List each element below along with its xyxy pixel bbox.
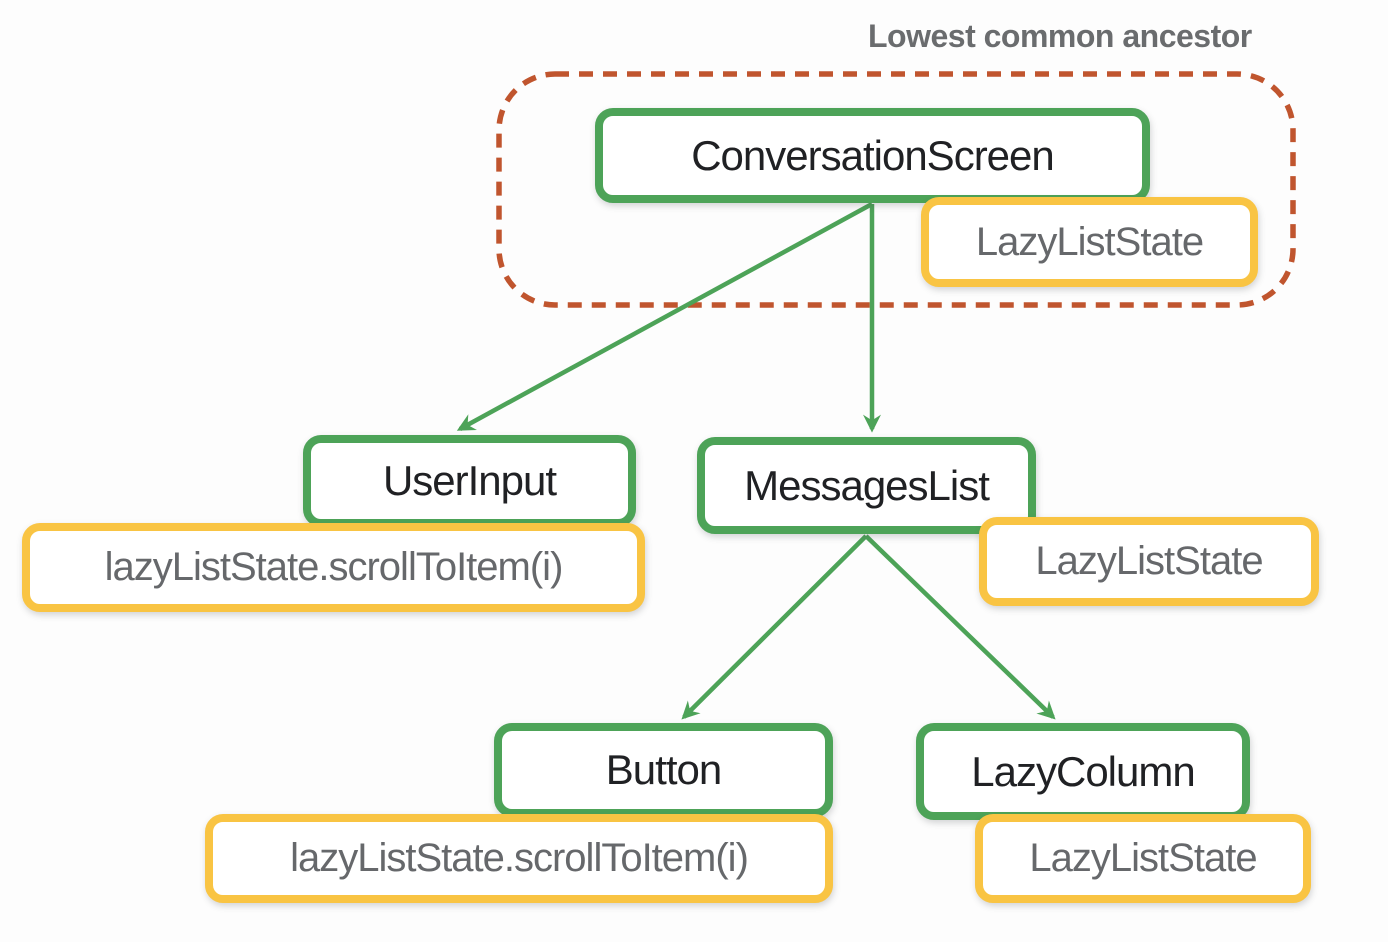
edge-conversationscreen-to-userinput	[456, 202, 874, 431]
lowest-common-ancestor-label: Lowest common ancestor	[868, 18, 1252, 54]
node-userinput: UserInput	[303, 435, 636, 527]
node-lazycolumn: LazyColumn	[916, 723, 1250, 820]
node-button: Button	[494, 723, 833, 817]
edge-messageslist-to-button	[681, 534, 868, 720]
state-badge-lazycolumn-lazyliststate: LazyListState	[975, 814, 1311, 903]
state-badge-conversationscreen-lazyliststate: LazyListState	[921, 197, 1258, 287]
node-conversationscreen: ConversationScreen	[595, 108, 1150, 203]
call-badge-userinput-scrolltoitem: lazyListState.scrollToItem(i)	[22, 523, 645, 612]
call-badge-button-scrolltoitem: lazyListState.scrollToItem(i)	[205, 814, 833, 903]
state-badge-messageslist-lazyliststate: LazyListState	[979, 517, 1319, 606]
edge-messageslist-to-lazycolumn	[864, 534, 1056, 720]
lowest-common-ancestor-boundary	[496, 71, 1296, 308]
node-messageslist: MessagesList	[697, 437, 1036, 534]
